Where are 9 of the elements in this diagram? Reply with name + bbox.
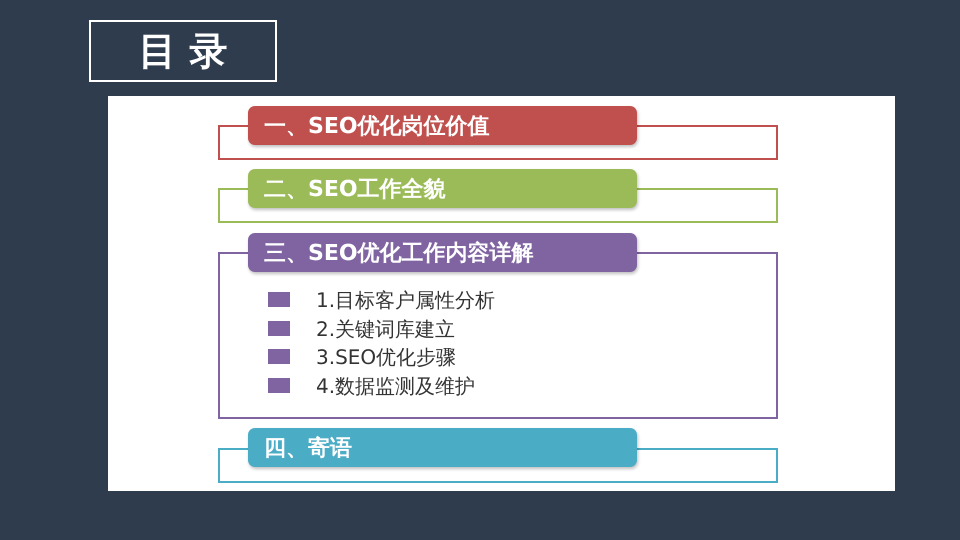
list-item: 3.SEO优化步骤 <box>316 345 456 369</box>
section-header: 四、寄语 <box>248 428 637 467</box>
section-header: 三、SEO优化工作内容详解 <box>248 233 637 272</box>
list-item: 2.关键词库建立 <box>316 316 456 340</box>
list-item: 1.目标客户属性分析 <box>316 288 496 312</box>
section-header: 一、SEO优化岗位价值 <box>248 106 637 145</box>
list-item: 4.数据监测及维护 <box>316 374 476 398</box>
section-header: 二、SEO工作全貌 <box>248 169 637 208</box>
title-box: 目 录 <box>89 20 277 82</box>
